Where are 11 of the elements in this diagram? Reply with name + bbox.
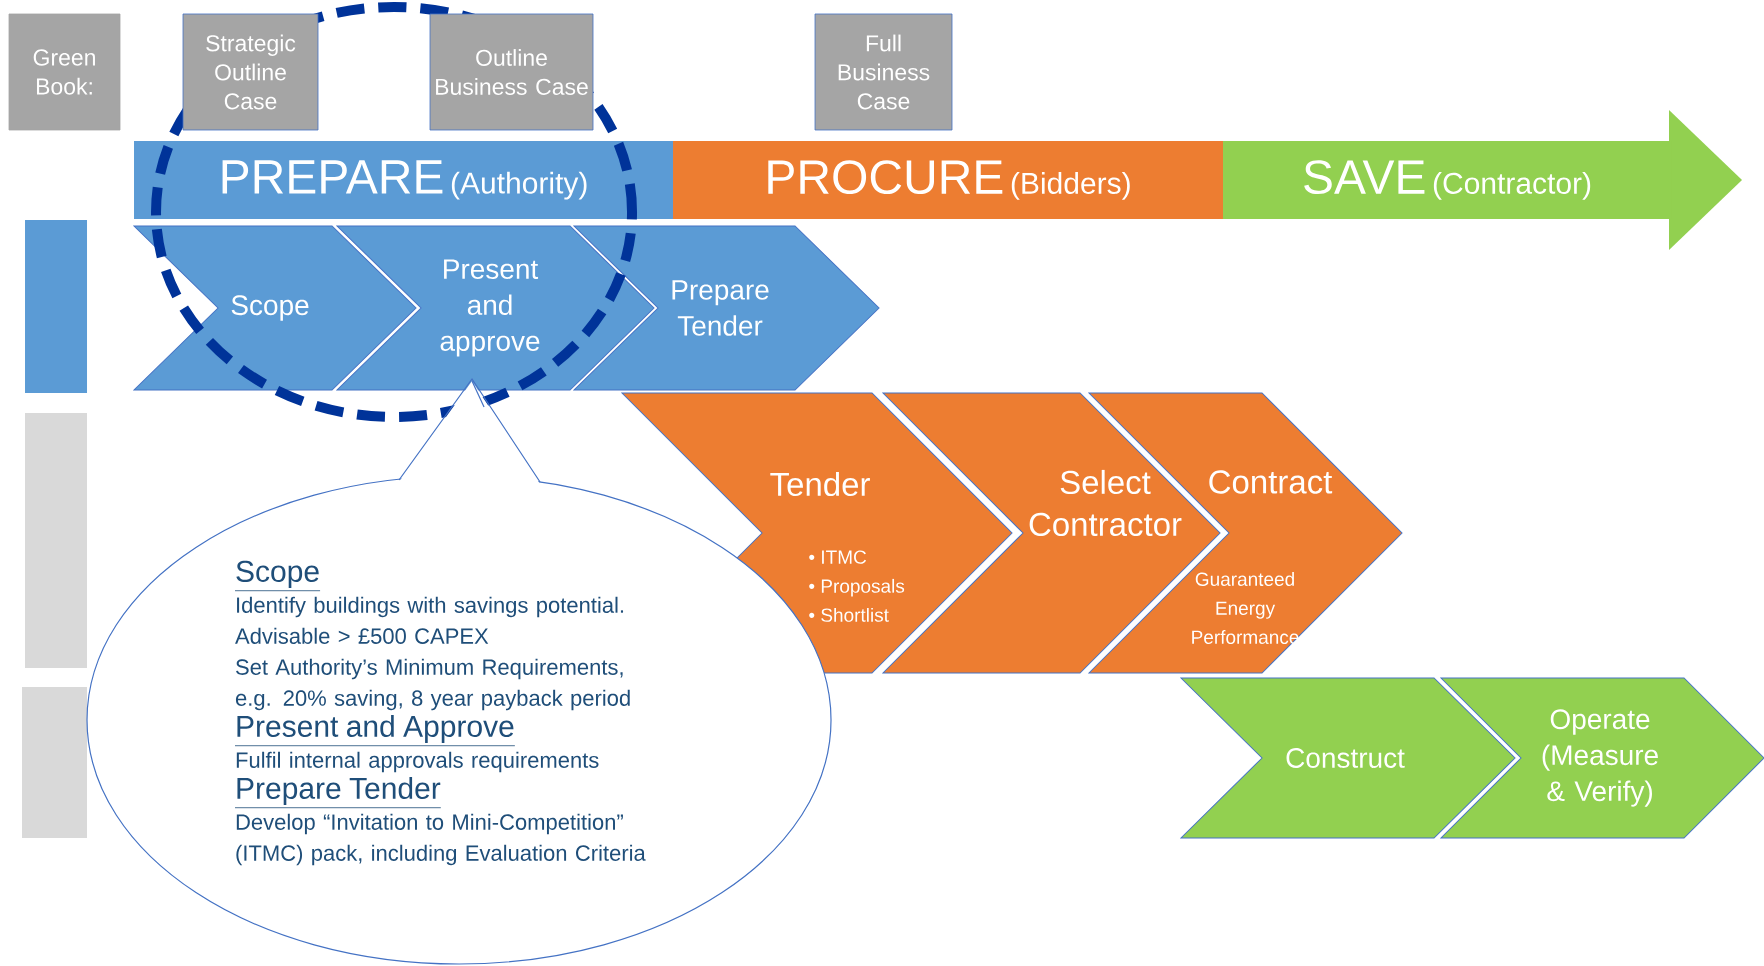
stage-box: Full Business Case [814, 13, 953, 131]
side-bar [25, 413, 87, 668]
process-step: Present and approve [336, 225, 655, 391]
process-step: Prepare Tender [573, 225, 880, 391]
side-bar [25, 220, 87, 393]
stage-box: Green Book: [8, 13, 121, 131]
process-step: Scope [133, 225, 417, 391]
process-step: Operate (Measure & Verify) [1440, 677, 1764, 839]
node-label: Operate (Measure & Verify) [1542, 709, 1658, 807]
side-bar [22, 687, 87, 838]
process-step: Construct [1180, 677, 1516, 839]
